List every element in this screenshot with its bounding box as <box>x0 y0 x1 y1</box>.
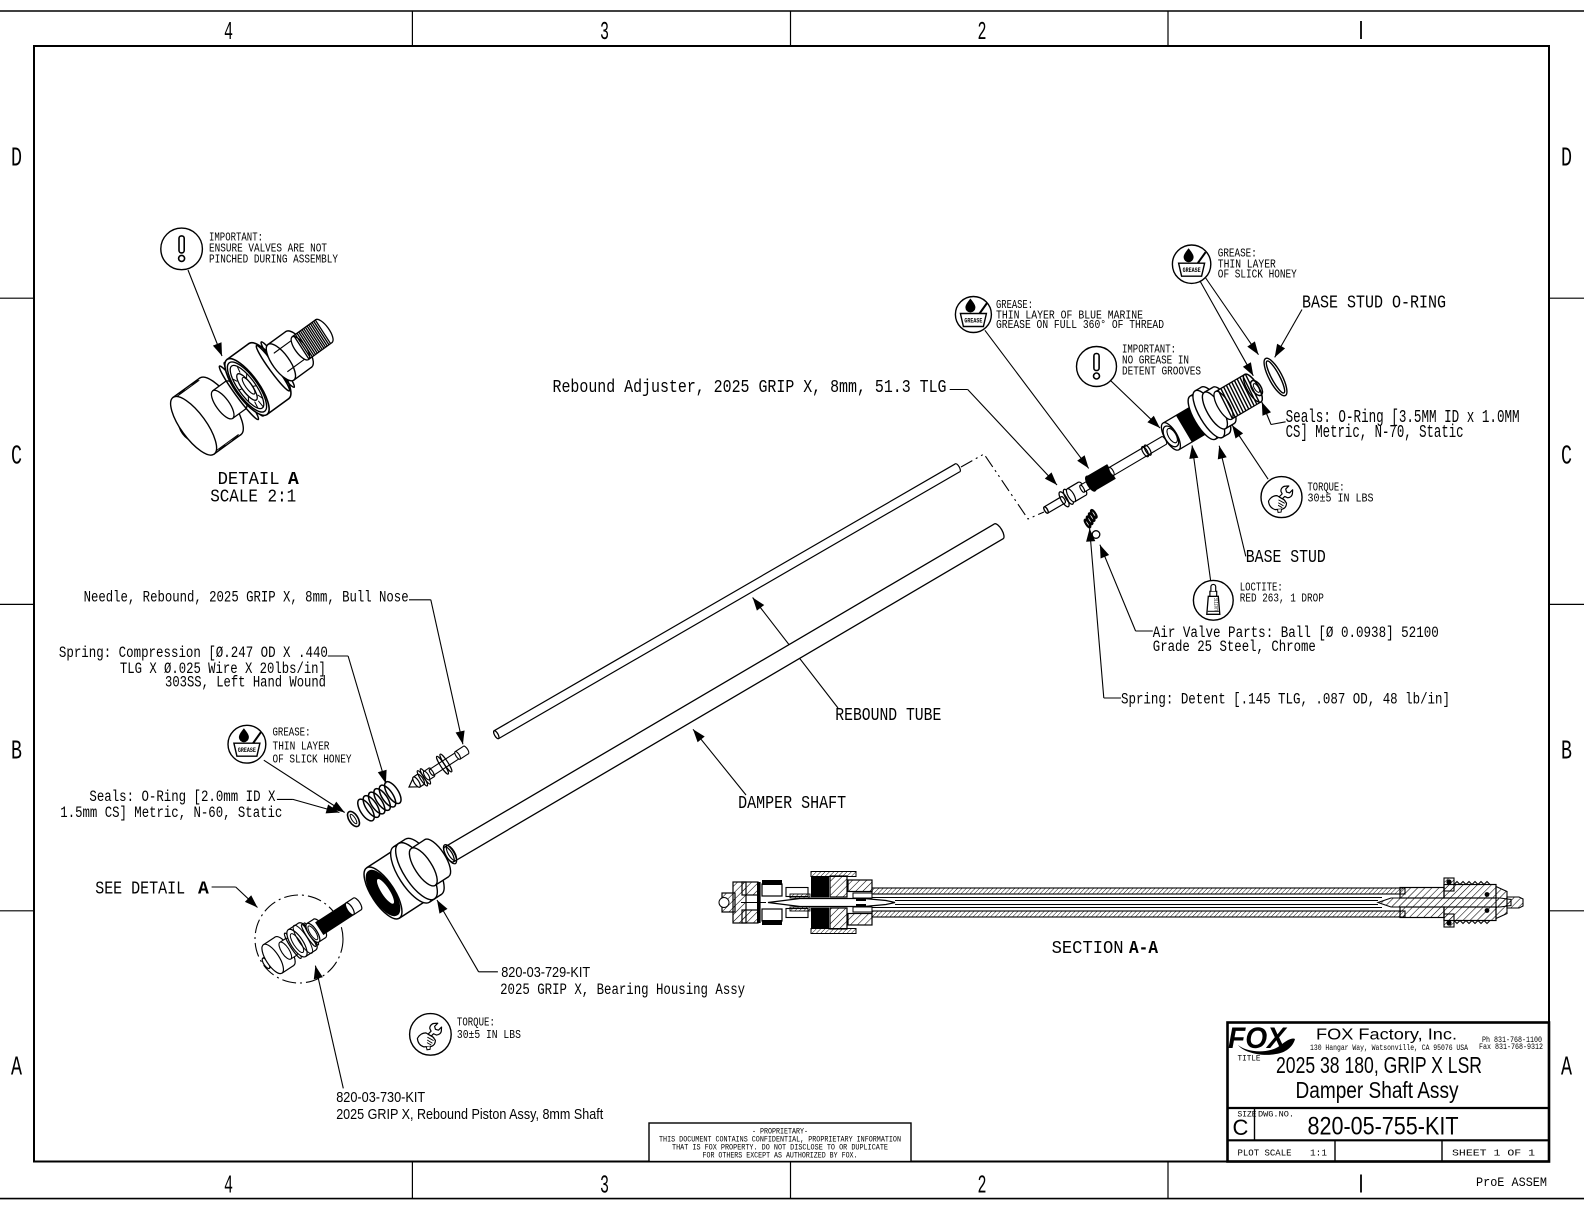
svg-text:2025 38 180, GRIP X LSR: 2025 38 180, GRIP X LSR <box>1276 1052 1482 1078</box>
svg-text:- PROPRIETARY-: - PROPRIETARY- <box>752 1128 808 1137</box>
svg-text:GREASE:: GREASE: <box>273 726 311 740</box>
svg-text:SECTION: SECTION <box>1052 939 1124 959</box>
svg-text:D: D <box>11 145 22 175</box>
svg-text:2: 2 <box>978 1171 987 1201</box>
svg-text:BASE STUD: BASE STUD <box>1246 548 1326 568</box>
svg-text:Spring: Detent [.145 TLG, .087: Spring: Detent [.145 TLG, .087 OD, 48 lb… <box>1121 691 1450 709</box>
svg-text:TLG X Ø.025 Wire X 20lbs/in]: TLG X Ø.025 Wire X 20lbs/in] <box>120 660 326 678</box>
svg-text:820-03-729-KIT: 820-03-729-KIT <box>501 964 590 981</box>
svg-text:SIZE: SIZE <box>1238 1111 1257 1120</box>
svg-text:PLOT SCALE: PLOT SCALE <box>1238 1148 1292 1159</box>
svg-text:DETENT GROOVES: DETENT GROOVES <box>1122 365 1201 379</box>
svg-text:FOX Factory, Inc.: FOX Factory, Inc. <box>1316 1027 1457 1044</box>
svg-text:GREASE: GREASE <box>964 318 982 325</box>
svg-text:303SS, Left Hand Wound: 303SS, Left Hand Wound <box>165 674 326 692</box>
svg-text:THIN LAYER OF BLUE MARINE: THIN LAYER OF BLUE MARINE <box>996 309 1143 323</box>
svg-text:C: C <box>11 443 22 473</box>
svg-text:THIS DOCUMENT CONTAINS CONFIDE: THIS DOCUMENT CONTAINS CONFIDENTIAL, PRO… <box>659 1136 901 1145</box>
svg-text:PINCHED DURING ASSEMBLY: PINCHED DURING ASSEMBLY <box>209 253 338 267</box>
svg-text:GREASE:: GREASE: <box>996 298 1033 312</box>
svg-text:1:1: 1:1 <box>1310 1148 1327 1159</box>
svg-text:CS] Metric, N-70, Static: CS] Metric, N-70, Static <box>1286 423 1464 443</box>
svg-text:2025 GRIP X, Rebound Piston As: 2025 GRIP X, Rebound Piston Assy, 8mm Sh… <box>336 1106 604 1123</box>
svg-text:DAMPER SHAFT: DAMPER SHAFT <box>738 794 846 814</box>
svg-text:DETAIL: DETAIL <box>218 470 280 490</box>
svg-text:SCALE 2:1: SCALE 2:1 <box>210 488 296 508</box>
svg-text:C: C <box>1233 1115 1249 1140</box>
svg-text:Needle, Rebound, 2025 GRIP X,: Needle, Rebound, 2025 GRIP X, 8mm, Bull … <box>84 589 409 607</box>
svg-text:Grade 25 Steel, Chrome: Grade 25 Steel, Chrome <box>1153 638 1316 656</box>
svg-text:Ph 831-768-1100: Ph 831-768-1100 <box>1482 1035 1542 1045</box>
svg-text:RED 263, 1 DROP: RED 263, 1 DROP <box>1240 592 1324 606</box>
svg-text:Air Valve Parts: Ball [Ø 0.093: Air Valve Parts: Ball [Ø 0.0938] 52100 <box>1153 624 1439 642</box>
svg-text:OF SLICK HONEY: OF SLICK HONEY <box>1218 268 1297 282</box>
svg-text:Seals: O-Ring [2.0mm ID X: Seals: O-Ring [2.0mm ID X <box>89 788 276 806</box>
svg-text:3: 3 <box>600 1171 609 1201</box>
svg-text:D: D <box>1561 145 1572 175</box>
svg-text:B: B <box>1561 738 1572 768</box>
svg-text:1.5mm CS] Metric, N-60, Static: 1.5mm CS] Metric, N-60, Static <box>60 804 282 822</box>
svg-text:A: A <box>198 879 209 899</box>
svg-text:4: 4 <box>224 17 233 47</box>
svg-text:THIN LAYER: THIN LAYER <box>1218 258 1276 272</box>
svg-text:THAT IS FOX PROPERTY. DO NOT: THAT IS FOX PROPERTY. DO NOT DISCLOSE TO… <box>672 1144 888 1153</box>
svg-text:TORQUE:: TORQUE: <box>457 1016 495 1030</box>
svg-text:LOCTITE:: LOCTITE: <box>1240 581 1283 595</box>
svg-text:A: A <box>1561 1054 1573 1084</box>
svg-text:DWG.NO.: DWG.NO. <box>1258 1111 1294 1120</box>
svg-text:A: A <box>11 1054 23 1084</box>
svg-text:3: 3 <box>600 17 609 47</box>
svg-text:A-A: A-A <box>1129 939 1158 959</box>
svg-text:GREASE:: GREASE: <box>1218 247 1257 261</box>
svg-text:C: C <box>1561 443 1572 473</box>
svg-text:REBOUND TUBE: REBOUND TUBE <box>835 706 941 726</box>
svg-text:TORQUE:: TORQUE: <box>1308 481 1345 495</box>
svg-text:SHEET 1 OF 1: SHEET 1 OF 1 <box>1452 1148 1535 1159</box>
svg-text:30±5 IN LBS: 30±5 IN LBS <box>457 1028 521 1042</box>
svg-text:FOR OTHERS EXCEPT AS AUTHORIZE: FOR OTHERS EXCEPT AS AUTHORIZED BY FOX. <box>703 1151 858 1160</box>
svg-text:Rebound Adjuster, 2025 GRIP X,: Rebound Adjuster, 2025 GRIP X, 8mm, 51.3… <box>553 378 947 398</box>
svg-text:820-05-755-KIT: 820-05-755-KIT <box>1308 1113 1459 1141</box>
svg-text:IMPORTANT:: IMPORTANT: <box>209 231 263 245</box>
svg-text:ProE ASSEM: ProE ASSEM <box>1476 1175 1547 1190</box>
svg-text:30±5 IN LBS: 30±5 IN LBS <box>1308 492 1374 506</box>
svg-text:GREASE: GREASE <box>1183 267 1201 274</box>
svg-text:2025 GRIP X, Bearing Housing A: 2025 GRIP X, Bearing Housing Assy <box>500 981 745 999</box>
svg-text:130 Hangar Way, Watsonville, C: 130 Hangar Way, Watsonville, CA 95076 US… <box>1310 1043 1468 1053</box>
svg-text:Fax 831-768-9312: Fax 831-768-9312 <box>1479 1043 1543 1052</box>
svg-text:Seals: O-Ring [3.5MM ID x 1.0M: Seals: O-Ring [3.5MM ID x 1.0MM <box>1286 408 1520 428</box>
svg-text:TITLE: TITLE <box>1238 1055 1261 1064</box>
svg-text:Spring: Compression [Ø.247 OD: Spring: Compression [Ø.247 OD X .440 <box>59 644 328 662</box>
svg-text:GREASE ON FULL 360° OF THREAD: GREASE ON FULL 360° OF THREAD <box>996 318 1164 332</box>
svg-text:OF SLICK HONEY: OF SLICK HONEY <box>273 753 352 767</box>
svg-text:A: A <box>288 470 299 490</box>
svg-text:4: 4 <box>224 1171 233 1201</box>
svg-text:820-03-730-KIT: 820-03-730-KIT <box>336 1089 425 1106</box>
svg-text:B: B <box>11 738 22 768</box>
svg-text:ENSURE VALVES ARE NOT: ENSURE VALVES ARE NOT <box>209 242 327 256</box>
svg-text:2: 2 <box>978 17 987 47</box>
svg-text:THIN LAYER: THIN LAYER <box>273 740 330 754</box>
svg-text:BASE STUD O-RING: BASE STUD O-RING <box>1302 294 1446 314</box>
svg-text:GREASE: GREASE <box>238 747 256 754</box>
svg-text:LOCTITE: LOCTITE <box>1214 598 1220 611</box>
svg-text:NO GREASE IN: NO GREASE IN <box>1122 354 1189 368</box>
svg-text:IMPORTANT:: IMPORTANT: <box>1122 343 1176 357</box>
svg-text:SEE DETAIL: SEE DETAIL <box>95 879 185 899</box>
svg-text:Damper Shaft Assy: Damper Shaft Assy <box>1296 1077 1459 1103</box>
